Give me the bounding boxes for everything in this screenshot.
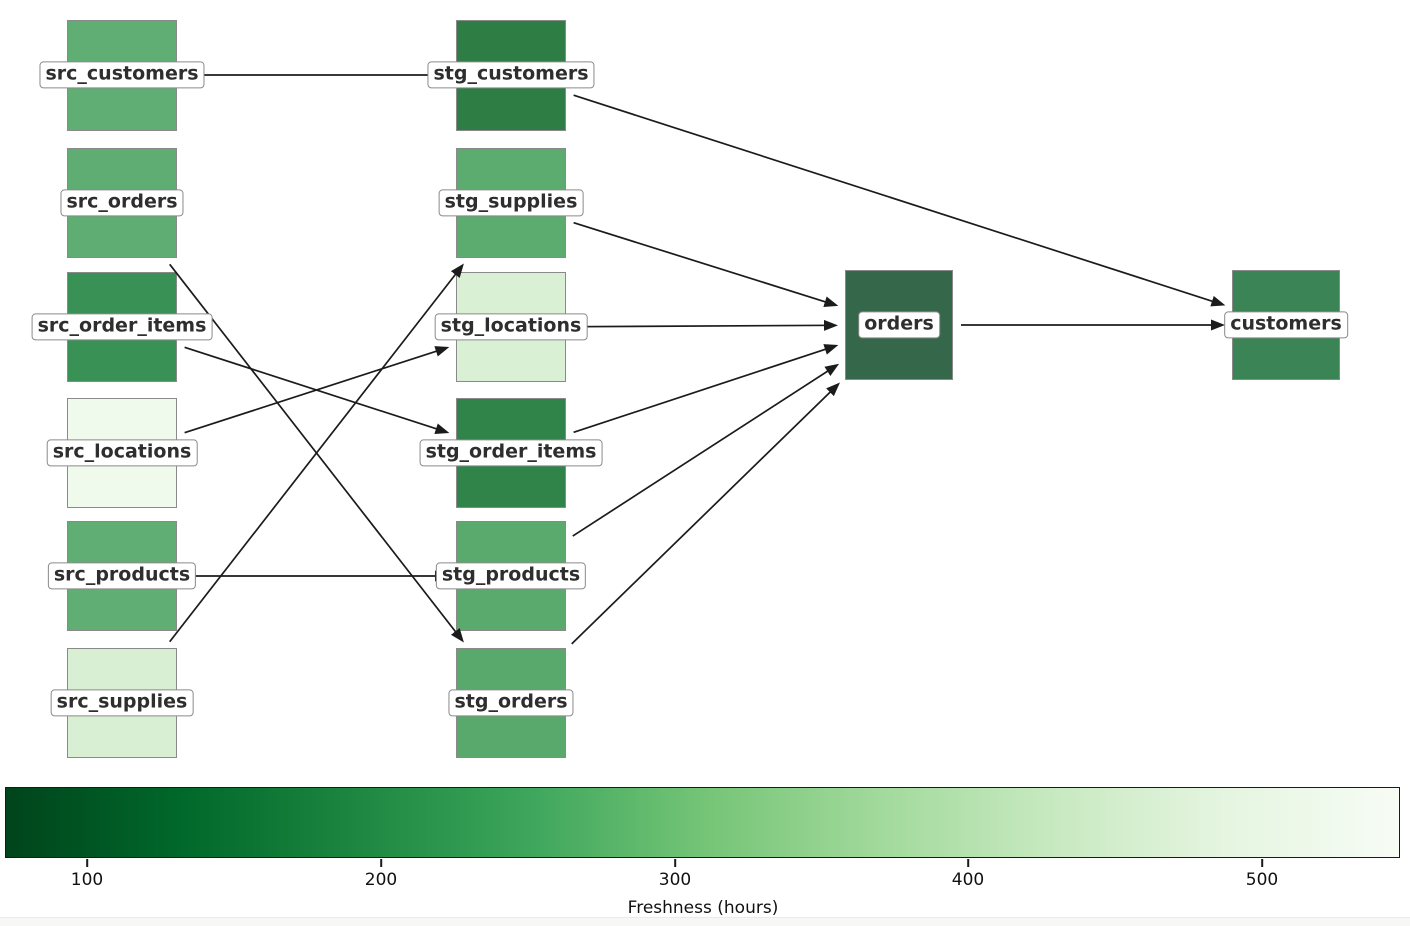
- node-label-orders: orders: [858, 311, 940, 339]
- colorbar-tick-mark-100: [86, 859, 88, 867]
- edge-stg_products-to-orders: [572, 363, 840, 537]
- node-label-stg_orders: stg_orders: [448, 689, 574, 717]
- colorbar-tick-mark-200: [380, 859, 382, 867]
- colorbar-tick-label-100: 100: [70, 870, 104, 890]
- edge-stg_orders-to-orders: [571, 382, 840, 645]
- edge-src_order_items-to-stg_order_items: [184, 346, 450, 434]
- colorbar-tick-label-400: 400: [951, 870, 985, 890]
- edge-stg_locations-to-orders: [573, 319, 839, 331]
- node-label-stg_supplies: stg_supplies: [438, 189, 584, 217]
- edge-src_locations-to-stg_locations: [184, 346, 450, 434]
- node-label-src_supplies: src_supplies: [50, 689, 194, 717]
- node-label-stg_locations: stg_locations: [434, 313, 588, 341]
- colorbar-tick-label-200: 200: [364, 870, 398, 890]
- node-label-src_order_items: src_order_items: [31, 313, 213, 341]
- edge-src_supplies-to-stg_supplies: [169, 263, 464, 643]
- node-label-stg_products: stg_products: [435, 562, 587, 590]
- colorbar-axis-label: Freshness (hours): [627, 898, 779, 918]
- edge-stg_order_items-to-orders: [573, 344, 839, 434]
- node-label-src_products: src_products: [47, 562, 197, 590]
- node-label-customers: customers: [1224, 311, 1348, 339]
- node-label-stg_customers: stg_customers: [427, 61, 595, 89]
- node-label-stg_order_items: stg_order_items: [419, 439, 603, 467]
- window-bottom-edge: [0, 917, 1410, 926]
- colorbar-tick-mark-500: [1261, 859, 1263, 867]
- edge-stg_supplies-to-orders: [573, 221, 839, 307]
- node-label-src_customers: src_customers: [39, 61, 205, 89]
- colorbar-tick-mark-400: [967, 859, 969, 867]
- colorbar-tick-mark-300: [674, 859, 676, 867]
- node-label-src_orders: src_orders: [60, 189, 184, 217]
- colorbar-tick-label-300: 300: [658, 870, 692, 890]
- colorbar-gradient: [5, 787, 1400, 858]
- node-label-src_locations: src_locations: [46, 439, 198, 467]
- edge-src_orders-to-stg_orders: [169, 263, 464, 643]
- colorbar-tick-label-500: 500: [1245, 870, 1279, 890]
